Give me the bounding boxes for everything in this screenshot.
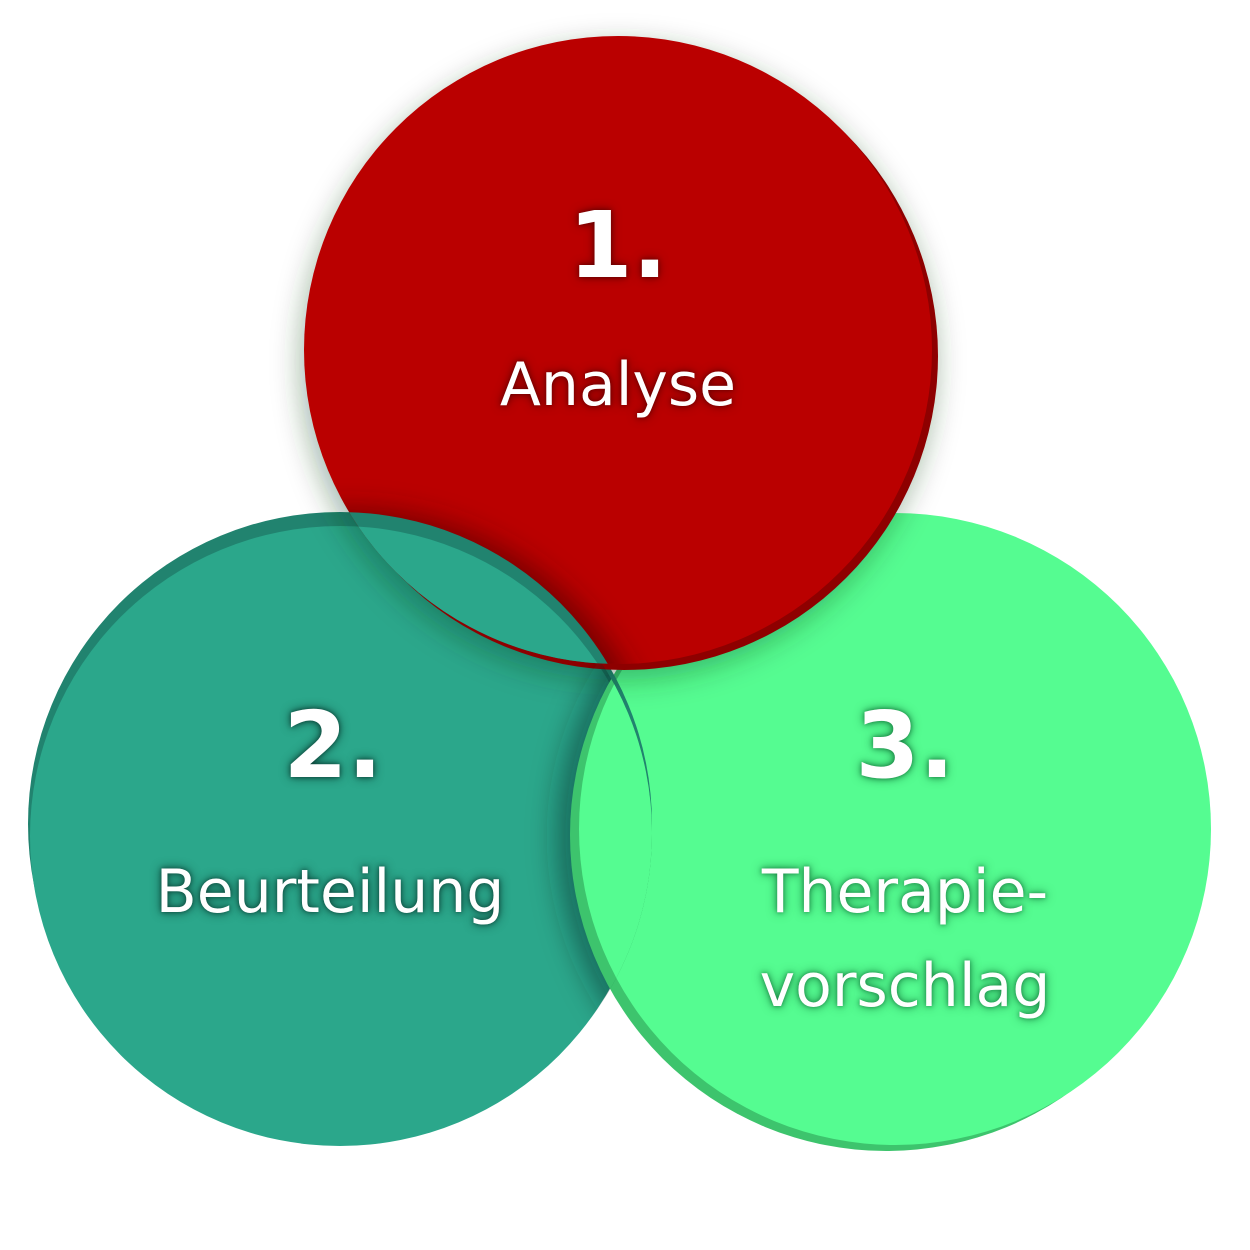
step-3-number: 3.: [855, 692, 955, 799]
circle-face: [30, 526, 650, 1146]
step-3-label-line-2: vorschlag: [759, 951, 1051, 1021]
step-3-label-line-1: Therapie-: [761, 857, 1049, 927]
circle-face: [579, 513, 1211, 1145]
step-2-number: 2.: [283, 692, 383, 799]
circle-face: [304, 36, 932, 664]
step-1-number: 1.: [568, 192, 668, 299]
circle-therapievorschlag-base: [570, 513, 1211, 1151]
step-2-label: Beurteilung: [155, 857, 505, 927]
step-1-label: Analyse: [499, 350, 737, 420]
circle-analyse-base: [300, 36, 938, 680]
circle-beurteilung-base: [28, 512, 652, 1146]
